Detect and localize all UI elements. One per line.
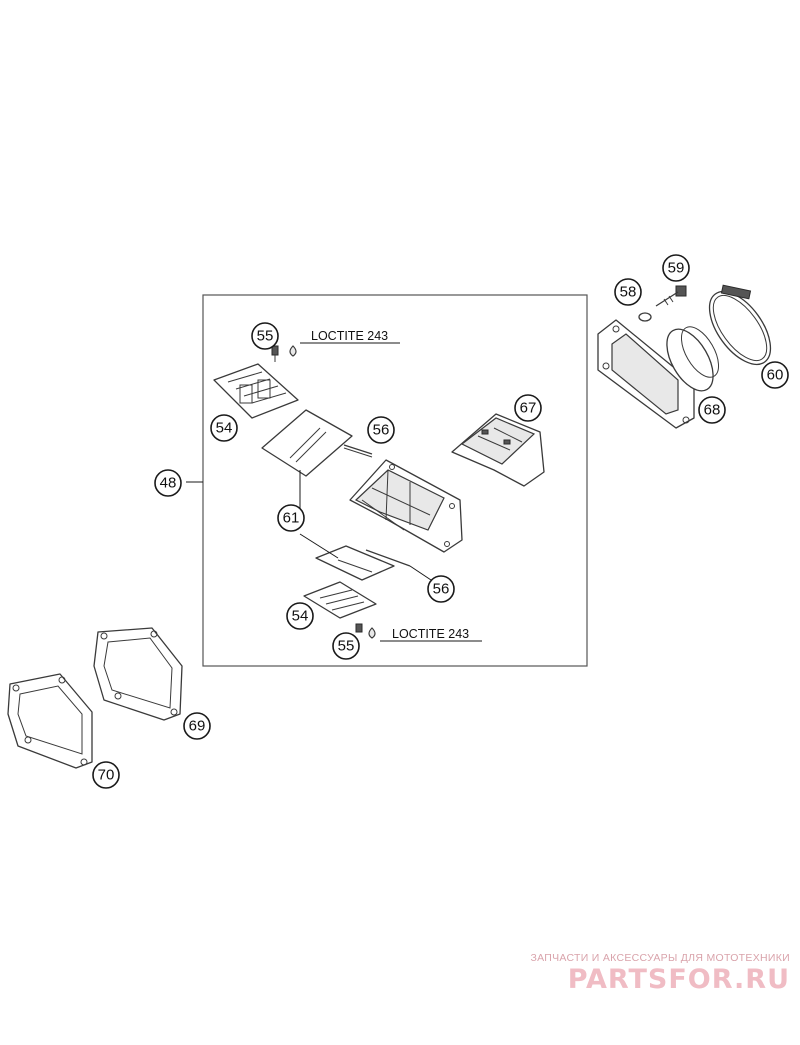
washer	[638, 312, 652, 322]
svg-text:56: 56	[373, 422, 390, 439]
svg-text:68: 68	[704, 402, 721, 419]
callout-60: 60	[761, 361, 789, 389]
svg-text:55: 55	[257, 328, 274, 345]
watermark-tagline: ЗАПЧАСТИ И АКСЕССУАРЫ ДЛЯ МОТОТЕХНИКИ	[530, 952, 790, 964]
svg-text:70: 70	[98, 767, 115, 784]
svg-text:55: 55	[338, 638, 355, 655]
svg-text:48: 48	[160, 475, 177, 492]
reed-valve-body	[349, 459, 463, 553]
intake-flange	[597, 319, 720, 429]
watermark-logo: PARTSFOR.RU	[567, 964, 790, 995]
gasket-69	[93, 627, 183, 721]
svg-text:67: 67	[520, 400, 537, 417]
gasket-70	[7, 673, 93, 769]
callout-59: 59	[662, 254, 690, 282]
svg-text:54: 54	[292, 608, 309, 625]
screw-upper	[271, 342, 400, 362]
svg-text:56: 56	[433, 581, 450, 598]
callout-54-upper: 54	[210, 414, 238, 442]
callout-56-upper: 56	[367, 416, 395, 444]
callout-55-upper: 55	[251, 322, 279, 350]
screw-lower	[355, 623, 482, 642]
pin-lower	[365, 549, 435, 583]
reed-cover	[451, 413, 545, 487]
svg-text:61: 61	[283, 510, 300, 527]
svg-text:60: 60	[767, 367, 784, 384]
svg-text:58: 58	[620, 284, 637, 301]
reed-stopper-lower	[303, 581, 377, 619]
assembly-frame	[202, 294, 588, 667]
svg-text:54: 54	[216, 420, 233, 437]
loctite-note-lower: LOCTITE 243	[392, 627, 469, 641]
pin-upper	[343, 444, 373, 458]
svg-text:69: 69	[189, 718, 206, 735]
hose-clamp	[708, 284, 772, 366]
callout-54-lower: 54	[286, 602, 314, 630]
callout-69: 69	[183, 712, 211, 740]
callout-67: 67	[514, 394, 542, 422]
loctite-note-upper: LOCTITE 243	[311, 329, 388, 343]
callout-55-lower: 55	[332, 632, 360, 660]
callout-68: 68	[698, 396, 726, 424]
bolt	[655, 285, 687, 307]
svg-text:59: 59	[668, 260, 685, 277]
callout-56-lower: 56	[427, 575, 455, 603]
callout-70: 70	[92, 761, 120, 789]
reed-petal-upper	[261, 409, 353, 477]
callout-48: 48	[154, 469, 182, 497]
reed-stopper-upper	[213, 363, 299, 419]
callout-61: 61	[277, 504, 305, 532]
callout-58: 58	[614, 278, 642, 306]
reed-petal-lower	[299, 533, 395, 581]
